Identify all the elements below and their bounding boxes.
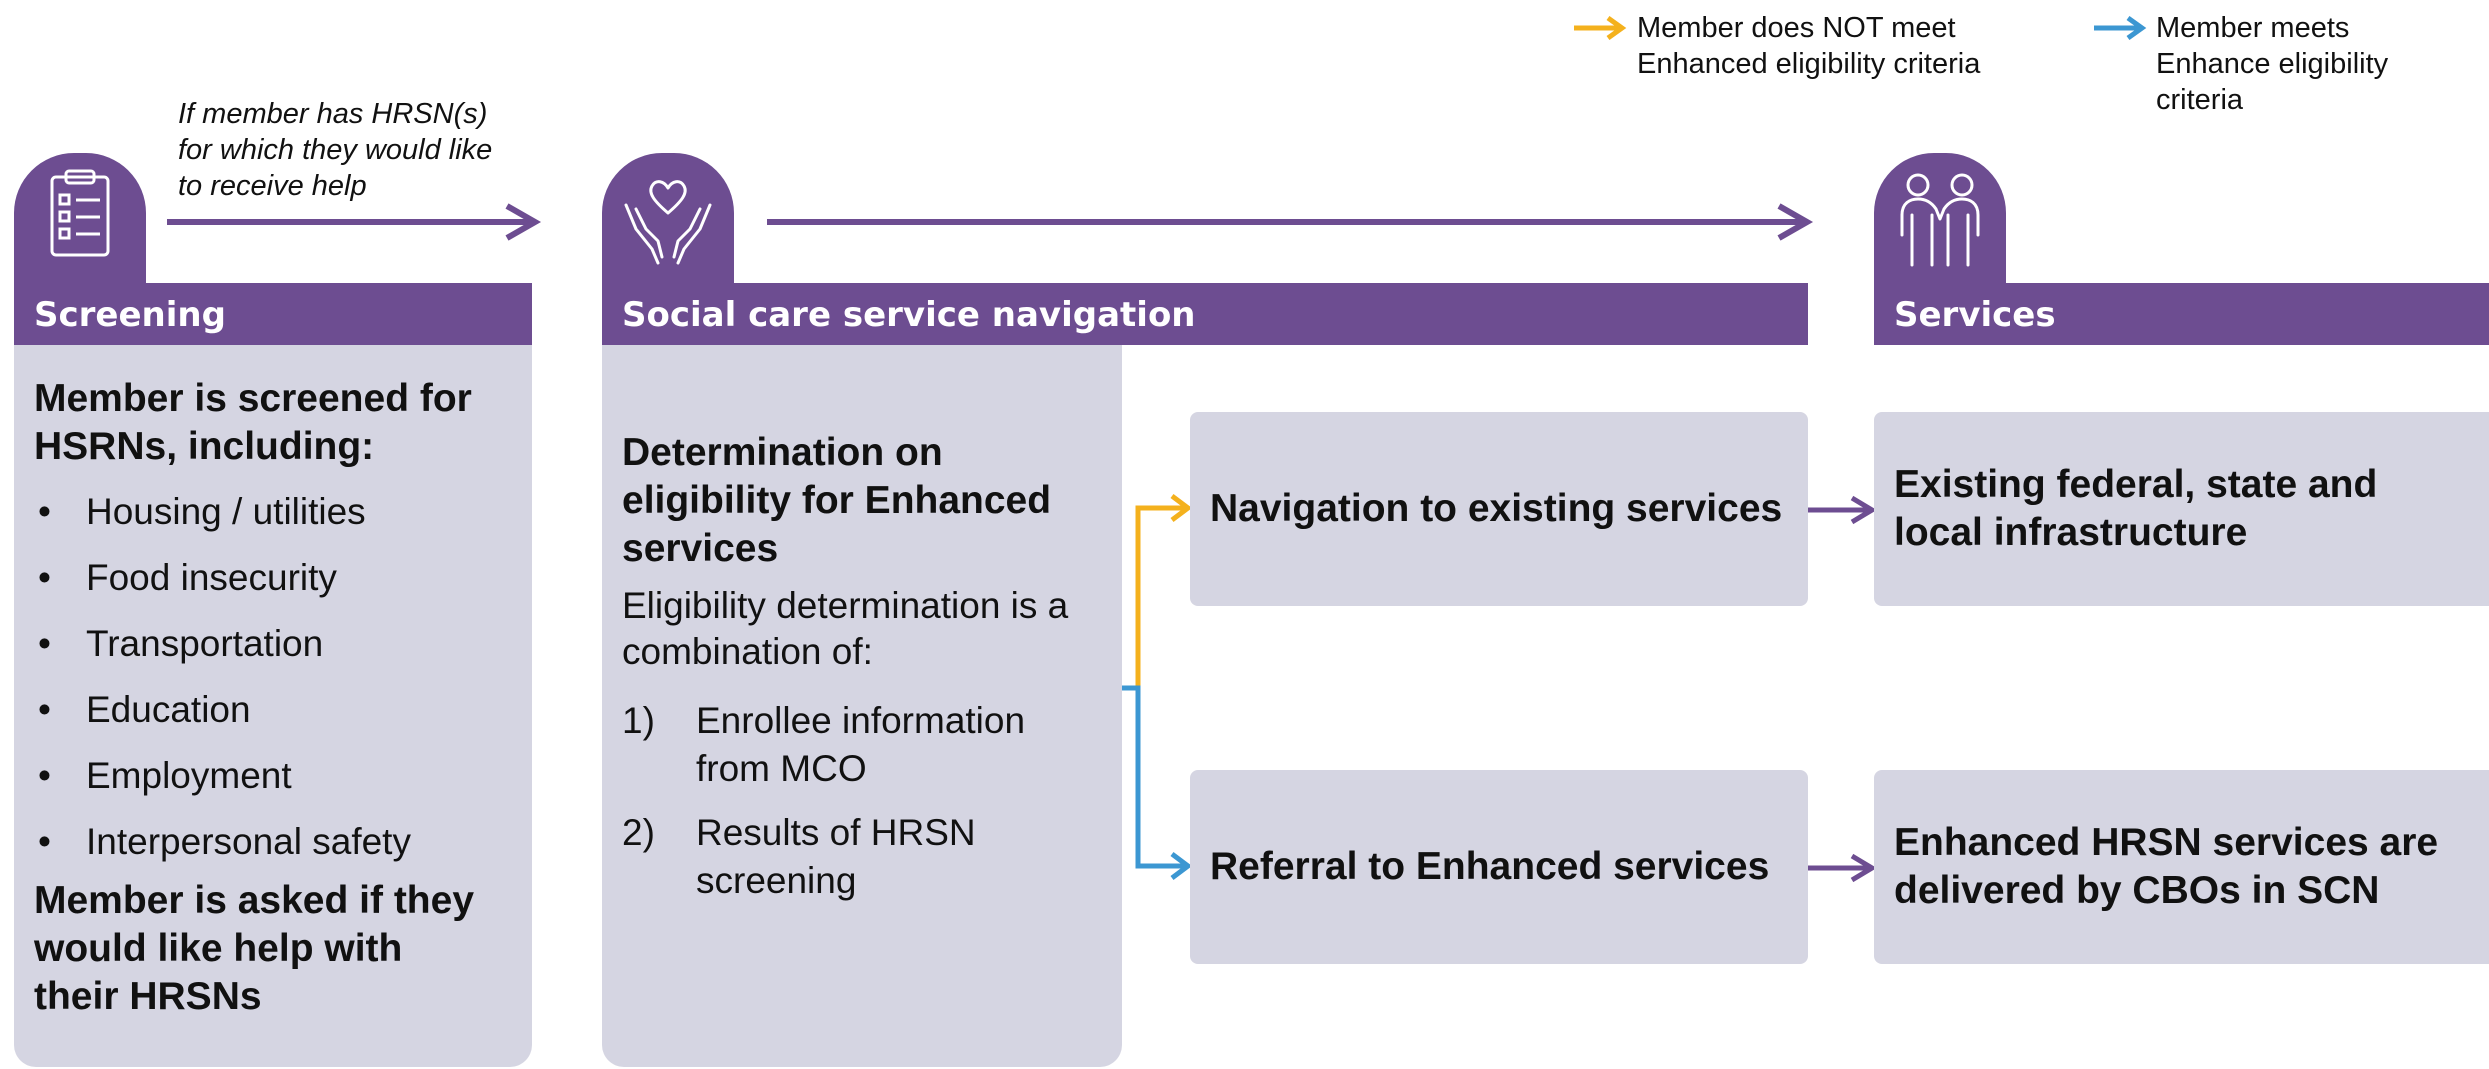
screening-item-food: Food insecurity [34, 545, 532, 611]
flow-arrow-screening-to-navigation [167, 203, 542, 241]
legend-meets-line2: Enhance eligibility [2156, 48, 2389, 80]
existing-infrastructure-box: Existing federal, state and local infras… [1874, 412, 2489, 606]
screening-item-education: Education [34, 677, 532, 743]
legend-meets-arrow [2094, 16, 2147, 40]
referral-enhanced-text: Referral to Enhanced services [1210, 845, 1770, 888]
navigation-item-2-text: Results of HRSN screening [696, 812, 976, 901]
screening-item-housing: Housing / utilities [34, 479, 532, 545]
screening-item-transportation: Transportation [34, 611, 532, 677]
screening-item-employment: Employment [34, 743, 532, 809]
navigation-item-1-text: Enrollee information from MCO [696, 700, 1026, 789]
flow-arrow-navigation-to-services [767, 203, 1814, 241]
screening-header: Screening [14, 283, 532, 345]
clipboard-checklist-icon [50, 169, 110, 257]
navigation-title: Determination on eligibility for Enhance… [622, 431, 1052, 570]
hands-heart-icon [624, 180, 712, 265]
navigation-icon-tab [602, 153, 734, 283]
referral-enhanced-box: Referral to Enhanced services [1190, 770, 1808, 964]
navigation-intro: Eligibility determination is a combinati… [622, 585, 1069, 672]
legend-meets-line1: Member meets [2156, 12, 2350, 44]
enhanced-services-box: Enhanced HRSN services are delivered by … [1874, 770, 2489, 964]
arrow-note-line2: for which they would like [178, 134, 493, 166]
arrow-to-existing-infrastructure [1808, 495, 1877, 525]
screening-item-safety: Interpersonal safety [34, 809, 532, 875]
legend-meets-line3: criteria [2156, 84, 2244, 116]
navigation-item-1-number: 1) [622, 700, 655, 741]
screening-closing: Member is asked if they would like help … [34, 879, 475, 1018]
arrow-note-line1: If member has HRSN(s) [178, 98, 488, 130]
navigation-list: 1) Enrollee information from MCO 2) Resu… [622, 697, 1102, 905]
existing-infrastructure-text: Existing federal, state and local infras… [1894, 463, 2378, 554]
legend-not-meet-arrow [1574, 16, 1627, 40]
arrow-note-line3: to receive help [178, 170, 367, 202]
navigation-panel: Determination on eligibility for Enhance… [602, 345, 1122, 1067]
legend-not-meet-text: Member does NOT meet Enhanced eligibilit… [1637, 10, 2057, 82]
legend-meets-text: Member meets Enhance eligibility criteri… [2156, 10, 2476, 118]
people-holding-hands-icon [1900, 173, 1980, 267]
branch-connector [1122, 494, 1193, 880]
navigation-existing-text: Navigation to existing services [1210, 487, 1783, 530]
screening-list: Housing / utilities Food insecurity Tran… [34, 479, 532, 875]
legend-not-meet-line1: Member does NOT meet [1637, 12, 1956, 44]
navigation-item-1: 1) Enrollee information from MCO [622, 697, 1102, 793]
screening-title: Member is screened for HSRNs, including: [34, 377, 472, 468]
arrow-note: If member has HRSN(s) for which they wou… [178, 96, 578, 204]
arrow-to-enhanced-services [1808, 853, 1877, 883]
screening-panel: Member is screened for HSRNs, including:… [14, 345, 532, 1067]
services-header: Services [1874, 283, 2489, 345]
navigation-item-2: 2) Results of HRSN screening [622, 809, 1102, 905]
navigation-item-2-number: 2) [622, 812, 655, 853]
navigation-existing-box: Navigation to existing services [1190, 412, 1808, 606]
legend-not-meet-line2: Enhanced eligibility criteria [1637, 48, 1981, 80]
services-icon-tab [1874, 153, 2006, 283]
navigation-header: Social care service navigation [602, 283, 1808, 345]
screening-icon-tab [14, 153, 146, 283]
enhanced-services-text: Enhanced HRSN services are delivered by … [1894, 821, 2439, 912]
